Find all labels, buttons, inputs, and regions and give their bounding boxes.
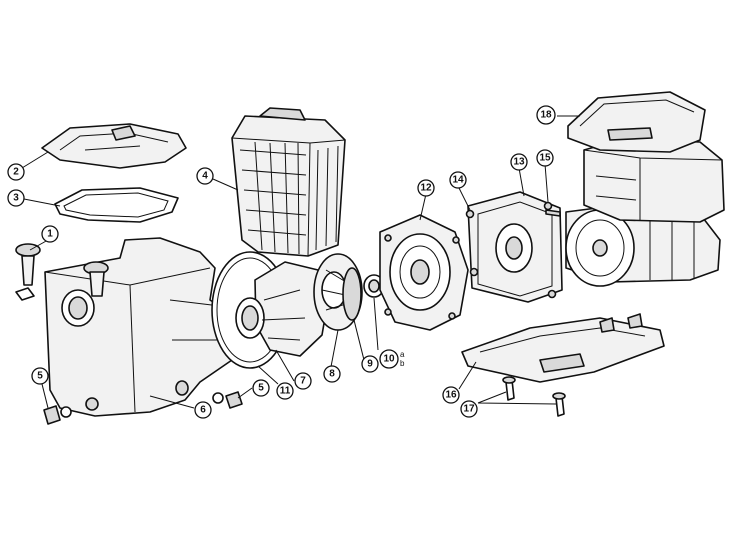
callout-10: 10: [379, 349, 399, 369]
svg-text:4: 4: [202, 171, 208, 182]
svg-text:5: 5: [37, 371, 43, 382]
svg-text:10: 10: [383, 354, 395, 365]
svg-text:18: 18: [540, 110, 552, 121]
callout-8: 8: [323, 365, 341, 383]
svg-text:13: 13: [513, 157, 525, 168]
svg-text:8: 8: [329, 369, 335, 380]
callout-13: 13: [510, 153, 528, 171]
sub-label-a: a: [400, 350, 405, 359]
seal-plate: [379, 214, 469, 331]
svg-text:16: 16: [445, 390, 457, 401]
sub-label-b: b: [400, 359, 405, 368]
svg-text:3: 3: [13, 193, 19, 204]
svg-text:1: 1: [47, 229, 53, 240]
callout-6: 6: [194, 401, 212, 419]
callout-5-left: 5: [31, 367, 49, 385]
base-screws: [502, 376, 566, 417]
drain-plug-right: [212, 391, 243, 409]
callout-14: 14: [449, 171, 467, 189]
impeller-ring: [342, 267, 362, 321]
callout-12: 12: [417, 179, 435, 197]
svg-text:5: 5: [258, 383, 264, 394]
svg-text:12: 12: [420, 183, 432, 194]
callout-5-right: 5: [252, 379, 270, 397]
callout-11: 11: [276, 382, 294, 400]
drain-plug-left: [43, 405, 72, 425]
callout-17: 17: [460, 400, 478, 418]
callout-1: 1: [41, 225, 59, 243]
svg-text:2: 2: [13, 167, 19, 178]
motor-bracket: [465, 191, 563, 303]
motor-base: [461, 313, 665, 383]
callout-18: 18: [536, 105, 556, 125]
callout-4: 4: [196, 167, 214, 185]
drive-cover: [567, 91, 706, 153]
callout-3: 3: [7, 189, 25, 207]
svg-text:14: 14: [452, 175, 464, 186]
svg-text:6: 6: [200, 405, 206, 416]
callout-2: 2: [7, 163, 25, 181]
svg-text:15: 15: [539, 153, 551, 164]
lid-o-ring: [54, 187, 179, 223]
strainer-lid: [41, 123, 187, 169]
svg-text:9: 9: [367, 359, 373, 370]
strainer-basket: [231, 107, 346, 257]
callout-15: 15: [536, 149, 554, 167]
motor: [565, 204, 721, 287]
callout-9: 9: [361, 355, 379, 373]
svg-text:11: 11: [280, 386, 291, 397]
diffuser: [235, 261, 329, 357]
svg-text:7: 7: [300, 376, 306, 387]
drain-knob: [15, 243, 41, 301]
svg-text:17: 17: [463, 404, 475, 415]
callout-7: 7: [294, 372, 312, 390]
callout-16: 16: [442, 386, 460, 404]
leader-lines: [21, 115, 580, 409]
pump-housing: [44, 237, 233, 417]
